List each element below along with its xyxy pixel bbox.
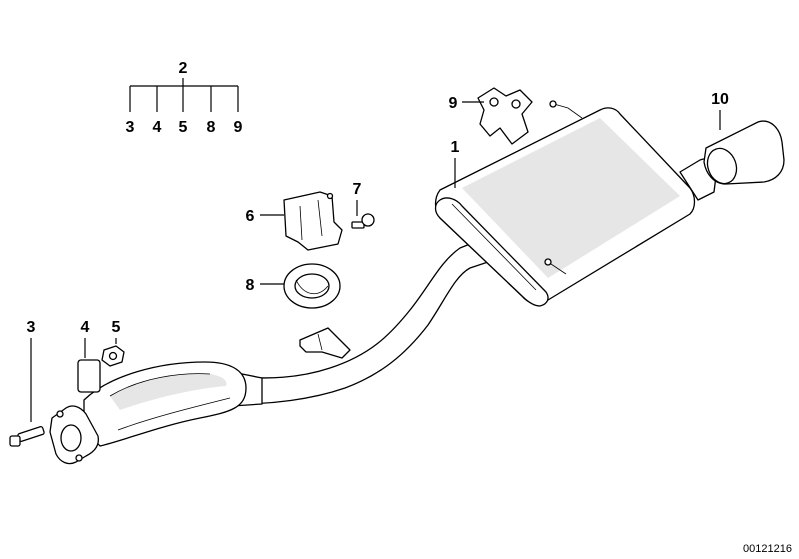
rear-muffler: [434, 100, 717, 307]
callout-group-item-4: 4: [153, 119, 162, 136]
callout-10: 10: [711, 91, 729, 130]
bracket: [283, 191, 343, 251]
document-number: 00121216: [743, 543, 792, 555]
callout-2: 2: [179, 60, 188, 77]
rubber-mount: [283, 263, 341, 309]
callout-3: 3: [27, 319, 36, 422]
tailpipe-trim: [703, 120, 785, 185]
callout-group-2: 2 3 4 5 8 9: [126, 60, 243, 136]
nut: [101, 345, 125, 367]
bolt: [9, 426, 45, 447]
callout-label-7: 7: [353, 181, 362, 198]
callout-label-4: 4: [81, 319, 90, 336]
callout-1: 1: [451, 139, 460, 188]
hanger: [477, 87, 533, 145]
callout-label-6: 6: [246, 208, 255, 225]
callout-7: 7: [353, 181, 362, 216]
callout-8: 8: [246, 277, 284, 294]
callout-group-item-8: 8: [207, 119, 216, 136]
callout-label-5: 5: [112, 319, 121, 336]
callout-label-1: 1: [451, 139, 460, 156]
callout-label-9: 9: [449, 95, 458, 112]
front-pipe: [49, 239, 489, 465]
callout-label-3: 3: [27, 319, 36, 336]
callout-9: 9: [449, 95, 484, 112]
callout-4: 4: [81, 319, 90, 358]
callout-label-8: 8: [246, 277, 255, 294]
screw: [351, 213, 375, 229]
callout-6: 6: [246, 208, 284, 225]
callout-group-item-9: 9: [234, 119, 243, 136]
callout-label-10: 10: [711, 91, 729, 108]
callout-group-item-5: 5: [179, 119, 188, 136]
callout-group-item-3: 3: [126, 119, 135, 136]
callout-5: 5: [112, 319, 121, 344]
spring: [77, 359, 101, 393]
